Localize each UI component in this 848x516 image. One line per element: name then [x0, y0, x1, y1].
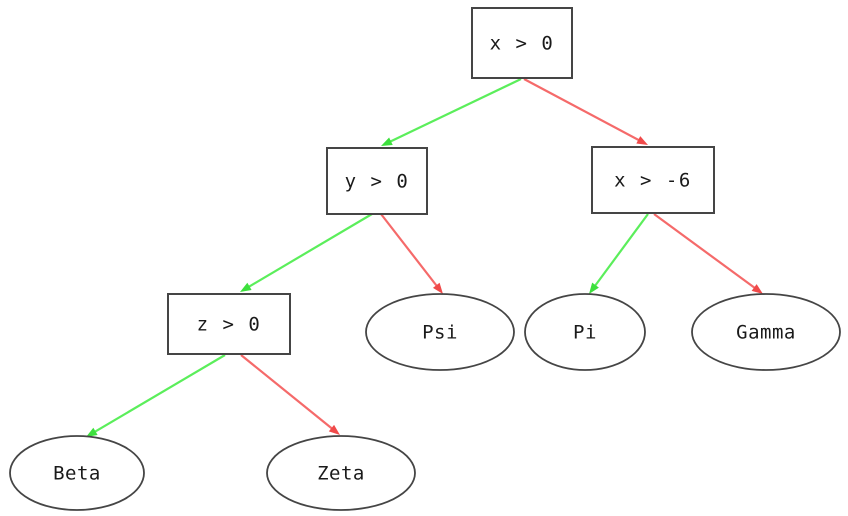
node-label: x > 0	[490, 33, 555, 55]
arrowhead-icon	[381, 137, 393, 146]
arrowhead-icon	[240, 282, 252, 292]
edge-x_gt_m6-to-gamma	[653, 213, 763, 294]
edge-y_gt_0-to-psi	[380, 213, 443, 294]
arrowhead-icon	[589, 282, 599, 294]
edge-z_gt_0-to-beta	[86, 354, 226, 437]
node-label: Gamma	[736, 322, 796, 344]
node-gamma[interactable]: Gamma	[691, 293, 841, 371]
node-label: x > -6	[614, 170, 692, 192]
edge-line	[653, 213, 757, 290]
arrowhead-icon	[328, 424, 340, 435]
edge-line	[240, 354, 334, 431]
leaf-node-ellipse[interactable]	[524, 293, 646, 371]
node-label: Zeta	[317, 463, 365, 485]
node-beta[interactable]: Beta	[9, 435, 145, 511]
edge-line	[380, 213, 439, 288]
edge-z_gt_0-to-zeta	[240, 354, 340, 435]
edges-layer	[86, 78, 763, 437]
arrowhead-icon	[86, 427, 98, 437]
node-root[interactable]: x > 0	[471, 7, 573, 79]
node-label: Pi	[573, 322, 597, 344]
node-label: y > 0	[345, 171, 410, 193]
node-pi[interactable]: Pi	[524, 293, 646, 371]
arrowhead-icon	[751, 284, 763, 294]
decision-node-box[interactable]	[167, 293, 291, 355]
decision-node-box[interactable]	[471, 7, 573, 79]
node-zeta[interactable]: Zeta	[266, 435, 416, 511]
edge-x_gt_m6-to-pi	[589, 213, 649, 294]
node-y_gt_0[interactable]: y > 0	[326, 147, 428, 215]
arrowhead-icon	[636, 136, 648, 145]
leaf-node-ellipse[interactable]	[365, 293, 515, 371]
edge-line	[523, 78, 641, 142]
edge-root-to-y_gt_0	[381, 78, 522, 146]
node-label: z > 0	[197, 314, 262, 336]
decision-node-box[interactable]	[326, 147, 428, 215]
leaf-node-ellipse[interactable]	[266, 435, 416, 511]
node-psi[interactable]: Psi	[365, 293, 515, 371]
edge-y_gt_0-to-z_gt_0	[240, 213, 373, 292]
node-x_gt_m6[interactable]: x > -6	[591, 146, 715, 214]
edge-line	[93, 354, 226, 434]
node-label: Beta	[53, 463, 101, 485]
leaf-node-ellipse[interactable]	[691, 293, 841, 371]
arrowhead-icon	[432, 282, 443, 294]
edge-line	[593, 213, 649, 288]
edge-root-to-x_gt_m6	[523, 78, 648, 145]
decision-node-box[interactable]	[591, 146, 715, 214]
node-z_gt_0[interactable]: z > 0	[167, 293, 291, 355]
edge-line	[388, 78, 522, 144]
node-label: Psi	[422, 322, 458, 344]
leaf-node-ellipse[interactable]	[9, 435, 145, 511]
edge-line	[247, 213, 373, 289]
